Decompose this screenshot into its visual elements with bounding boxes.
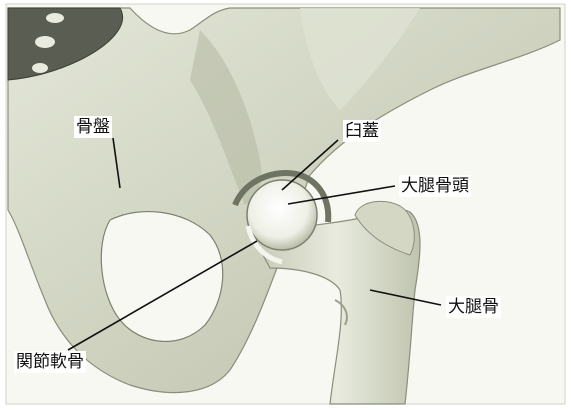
femoral-head [247, 180, 317, 250]
label-femoral-head: 大腿骨頭 [399, 175, 471, 197]
label-articular-cartilage: 関節軟骨 [14, 351, 86, 373]
label-pelvis: 骨盤 [74, 116, 112, 138]
label-acetabulum: 臼蓋 [343, 120, 381, 142]
label-femur: 大腿骨 [446, 296, 501, 318]
